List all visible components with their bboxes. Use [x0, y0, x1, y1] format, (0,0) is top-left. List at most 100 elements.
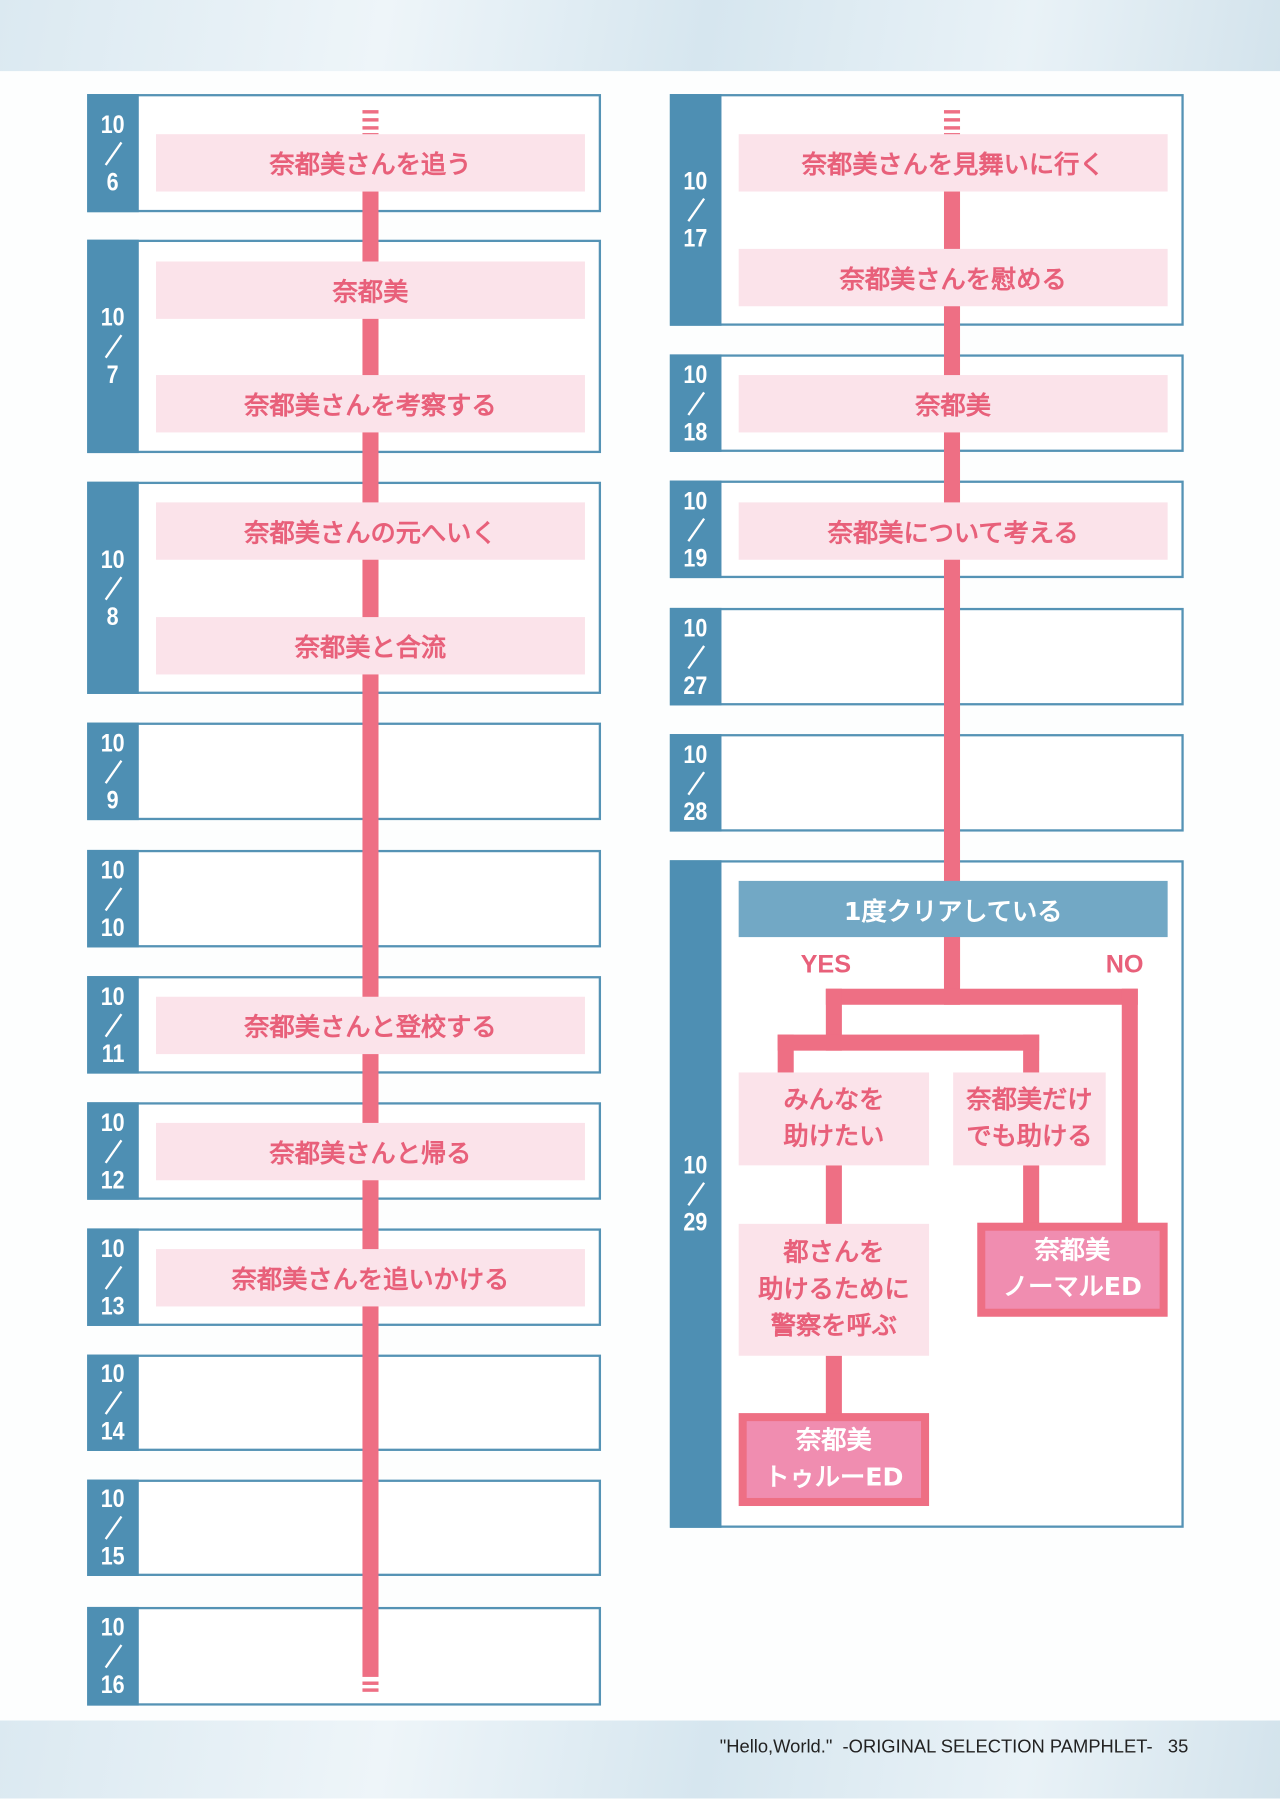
date-day: 17 [683, 223, 708, 253]
date-month: 10 [101, 727, 125, 757]
date-month: 10 [683, 485, 708, 515]
day-box-10-28: 10 28 [669, 734, 1184, 832]
date-month: 10 [101, 544, 125, 573]
date-day: 12 [101, 1164, 125, 1194]
date-month: 10 [683, 739, 708, 768]
break-mark [362, 1688, 379, 1692]
date-strip: 10 28 [669, 734, 722, 832]
choice-label: 奈都美さんを追いかける [155, 1249, 585, 1307]
date-month: 10 [101, 855, 125, 884]
date-month: 10 [101, 1107, 125, 1137]
date-day: 10 [101, 912, 125, 942]
box-line: 都さんを [783, 1238, 885, 1267]
date-strip: 10 16 [87, 1606, 139, 1706]
break-mark [362, 118, 379, 122]
date-strip: 10 18 [669, 354, 722, 452]
date-strip: 10 8 [87, 481, 139, 694]
box-line: 警察を呼ぶ [770, 1311, 897, 1341]
date-month: 10 [683, 166, 708, 195]
date-strip: 10 12 [87, 1102, 139, 1200]
branch-line [825, 1355, 842, 1415]
day-box-10-10: 10 10 [87, 849, 602, 948]
choice-label: 奈都美さんを慰める [738, 248, 1168, 307]
footer-band [0, 1720, 1280, 1799]
date-strip: 10 14 [87, 1354, 139, 1451]
date-month: 10 [101, 1359, 125, 1388]
date-day: 7 [107, 360, 119, 389]
date-strip: 10 10 [87, 849, 139, 948]
choice-label: 奈都美さんと帰る [155, 1122, 585, 1181]
date-month: 10 [101, 1484, 125, 1513]
date-strip: 10 9 [87, 722, 139, 821]
date-month: 10 [683, 359, 708, 389]
date-month: 10 [683, 1150, 708, 1180]
box-line: 奈都美 [1034, 1236, 1111, 1266]
day-box-10-27: 10 27 [669, 607, 1184, 706]
date-strip: 10 17 [669, 94, 722, 326]
day-box-10-15: 10 15 [87, 1479, 602, 1576]
page-number: 35 [1167, 1737, 1189, 1758]
true-end-box: 奈都美トゥルーED [738, 1413, 930, 1507]
date-day: 9 [107, 785, 119, 814]
normal-end-box: 奈都美ノーマルED [977, 1222, 1168, 1317]
date-day: 8 [107, 601, 119, 631]
date-month: 10 [101, 1612, 125, 1642]
branch-line [777, 1034, 1040, 1051]
choice-label: 奈都美さんを考察する [155, 375, 585, 433]
route-line-right [943, 133, 961, 987]
condition-box: 1度クリアしている [738, 880, 1168, 938]
branch-line [1023, 1034, 1040, 1074]
break-mark [943, 118, 961, 122]
choice-label: 奈都美と合流 [155, 617, 585, 675]
choice-call-police: 都さんを助けるために警察を呼ぶ [738, 1223, 930, 1356]
choice-save-everyone: みんなを助けたい [738, 1072, 930, 1166]
date-day: 13 [101, 1290, 125, 1320]
box-line: トゥルーED [764, 1462, 904, 1492]
date-day: 15 [101, 1541, 125, 1571]
day-box-10-14: 10 14 [87, 1354, 602, 1451]
box-line: ノーマルED [1002, 1273, 1142, 1302]
choice-label: 奈都美さんと登校する [155, 996, 585, 1055]
date-strip: 10 13 [87, 1228, 139, 1326]
branch-line [1023, 1165, 1040, 1225]
no-label: NO [1105, 949, 1144, 979]
branch-line [1121, 988, 1138, 1225]
box-line: みんなを [783, 1085, 885, 1115]
break-mark [943, 126, 961, 130]
footer: "Hello,World." -ORIGINAL SELECTION PAMPH… [720, 1738, 1189, 1759]
day-box-10-16: 10 16 [87, 1606, 602, 1706]
date-month: 10 [683, 613, 708, 642]
choice-label: 奈都美さんを追う [155, 134, 585, 192]
day-box-10-9: 10 9 [87, 722, 602, 821]
date-month: 10 [101, 302, 125, 332]
date-day: 18 [683, 416, 708, 446]
box-line: 助けたい [783, 1122, 885, 1152]
choice-label: 奈都美 [155, 261, 585, 319]
date-day: 14 [101, 1416, 125, 1446]
choice-label: 奈都美さんの元へいく [155, 502, 585, 560]
break-mark [362, 126, 379, 130]
date-day: 27 [683, 670, 708, 700]
box-line: でも助ける [966, 1122, 1093, 1152]
date-strip: 10 7 [87, 239, 139, 454]
branch-line [943, 937, 961, 1005]
box-line: 奈都美だけ [966, 1085, 1093, 1115]
choice-save-natsumi-only: 奈都美だけでも助ける [953, 1072, 1106, 1166]
date-day: 16 [101, 1670, 125, 1699]
branch-line [777, 1034, 794, 1074]
box-line: 奈都美 [796, 1426, 872, 1455]
date-day: 11 [101, 1038, 125, 1068]
yes-label: YES [800, 949, 852, 979]
break-mark [362, 110, 379, 114]
branch-line [825, 988, 1138, 1005]
date-month: 10 [101, 109, 125, 139]
break-mark [362, 1681, 379, 1685]
break-mark [943, 110, 961, 114]
date-month: 10 [101, 1233, 125, 1263]
date-day: 28 [683, 796, 708, 826]
date-strip: 10 27 [669, 607, 722, 706]
